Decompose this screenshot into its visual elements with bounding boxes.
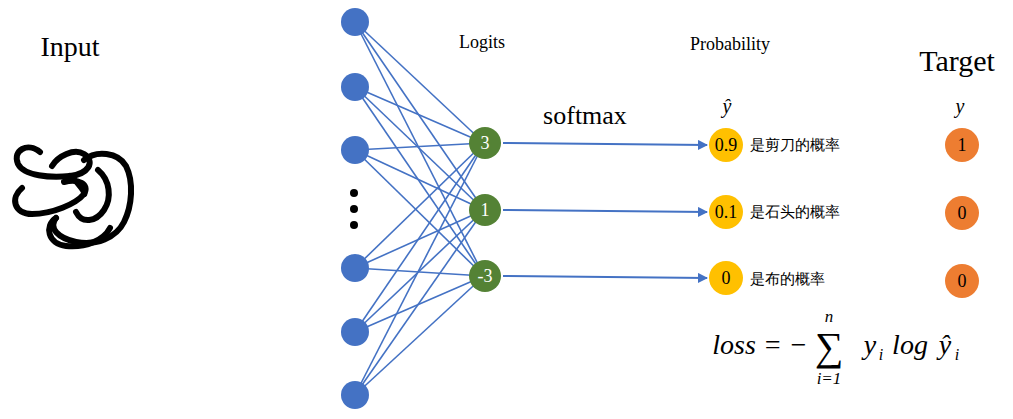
weight-wire bbox=[355, 143, 484, 150]
node-value: 0 bbox=[958, 204, 967, 222]
input-neuron bbox=[341, 73, 369, 101]
target-circle: 0 bbox=[945, 264, 979, 298]
softmax-arrow bbox=[503, 143, 707, 145]
formula-limit: i=1 bbox=[817, 370, 842, 389]
formula-subscript: i bbox=[879, 346, 883, 364]
probability-circle: 0.1 bbox=[709, 195, 743, 229]
logit-neuron: 1 bbox=[469, 194, 501, 226]
input-neuron bbox=[341, 136, 369, 164]
formula-part: ŷ bbox=[939, 330, 951, 361]
ellipsis-dots bbox=[350, 189, 358, 229]
formula-limit: n bbox=[825, 308, 834, 327]
weight-wire bbox=[355, 143, 484, 268]
node-value: 0.9 bbox=[715, 136, 738, 154]
formula-sum: ∑ bbox=[815, 325, 844, 369]
heading: Input bbox=[40, 32, 99, 63]
logit-neuron: -3 bbox=[469, 260, 501, 292]
weight-wire bbox=[355, 143, 484, 395]
target-circle: 1 bbox=[945, 128, 979, 162]
node-value: 0.1 bbox=[715, 203, 738, 221]
node-value: 1 bbox=[481, 201, 490, 219]
class-label: 是剪刀的概率 bbox=[750, 137, 840, 154]
weight-wire bbox=[355, 276, 484, 332]
column-heading: Probability bbox=[690, 35, 770, 55]
logit-neuron: 3 bbox=[469, 127, 501, 159]
weight-wires bbox=[355, 22, 484, 395]
weight-wire bbox=[355, 210, 484, 332]
input-neuron bbox=[341, 318, 369, 346]
input-neuron bbox=[341, 381, 369, 409]
softmax-arrow bbox=[503, 276, 707, 278]
node-value: -3 bbox=[478, 267, 493, 285]
column-heading: Logits bbox=[459, 33, 505, 53]
node-value: 3 bbox=[481, 134, 490, 152]
formula-part: log bbox=[892, 330, 928, 361]
heading: Target bbox=[919, 44, 995, 77]
symbol: y bbox=[956, 95, 965, 117]
weight-wire bbox=[355, 150, 484, 276]
formula-part: loss = − bbox=[712, 330, 807, 361]
weight-wire bbox=[355, 276, 484, 395]
probability-circle: 0 bbox=[709, 261, 743, 295]
formula-part: y bbox=[864, 330, 876, 361]
probability-circle: 0.9 bbox=[709, 128, 743, 162]
formula-subscript: i bbox=[955, 346, 959, 364]
weight-wire bbox=[355, 87, 484, 210]
node-value: 0 bbox=[958, 272, 967, 290]
hand-sketch bbox=[15, 148, 131, 247]
input-neurons bbox=[341, 8, 369, 409]
input-neuron bbox=[341, 8, 369, 36]
target-circle: 0 bbox=[945, 196, 979, 230]
weight-wire bbox=[355, 210, 484, 395]
node-value: 0 bbox=[722, 269, 731, 287]
symbol: ŷ bbox=[723, 95, 732, 117]
input-neuron bbox=[341, 254, 369, 282]
node-value: 1 bbox=[958, 136, 967, 154]
function-name: softmax bbox=[543, 102, 627, 131]
softmax-arrow bbox=[503, 210, 707, 212]
class-label: 是石头的概率 bbox=[750, 204, 840, 221]
class-label: 是布的概率 bbox=[750, 271, 825, 288]
